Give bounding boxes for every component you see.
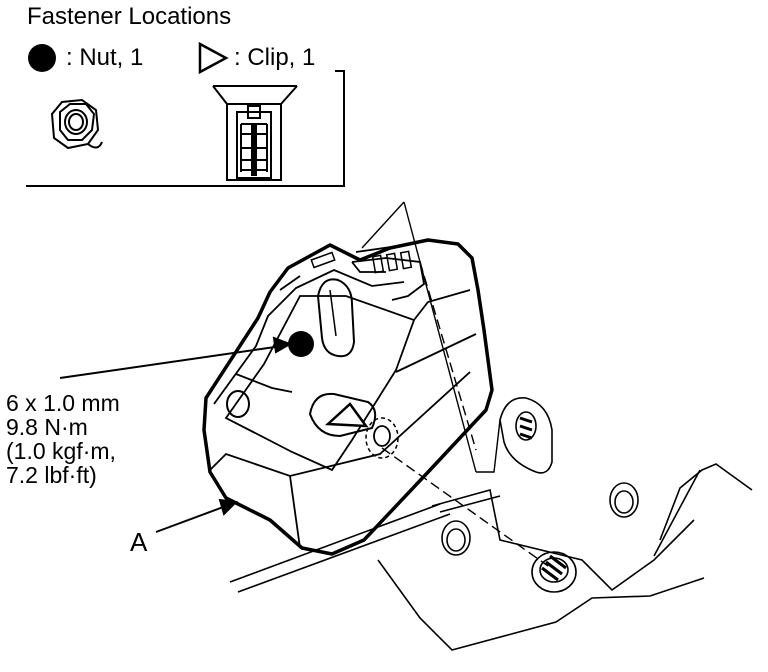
- leader-lines: [59, 336, 293, 533]
- clip-location-marker: [324, 402, 369, 428]
- cover-component: [202, 238, 494, 556]
- legend-box: [26, 70, 345, 187]
- nut-location-marker: [288, 331, 314, 357]
- diagram-title: Fastener Locations: [27, 3, 232, 30]
- alignment-lines: [361, 201, 549, 567]
- spec-size: 6 x 1.0 mm: [6, 390, 120, 416]
- clip-legend-label: : Clip, 1: [234, 44, 316, 71]
- clip-legend-icon: [198, 41, 229, 75]
- part-a-label: A: [130, 527, 148, 557]
- body-panel: [229, 397, 753, 651]
- clip-illustration-icon: [212, 85, 298, 181]
- nut-legend-label: : Nut, 1: [66, 44, 144, 71]
- spec-torque-lbf: 7.2 lbf·ft): [6, 462, 97, 488]
- nut-legend-icon: [28, 44, 56, 72]
- spec-torque-nm: 9.8 N·m: [6, 414, 88, 440]
- nut-illustration-icon: [50, 98, 103, 150]
- torque-spec: 6 x 1.0 mm 9.8 N·m (1.0 kgf·m, 7.2 lbf·f…: [6, 391, 120, 487]
- spec-torque-kgf: (1.0 kgf·m,: [6, 438, 116, 464]
